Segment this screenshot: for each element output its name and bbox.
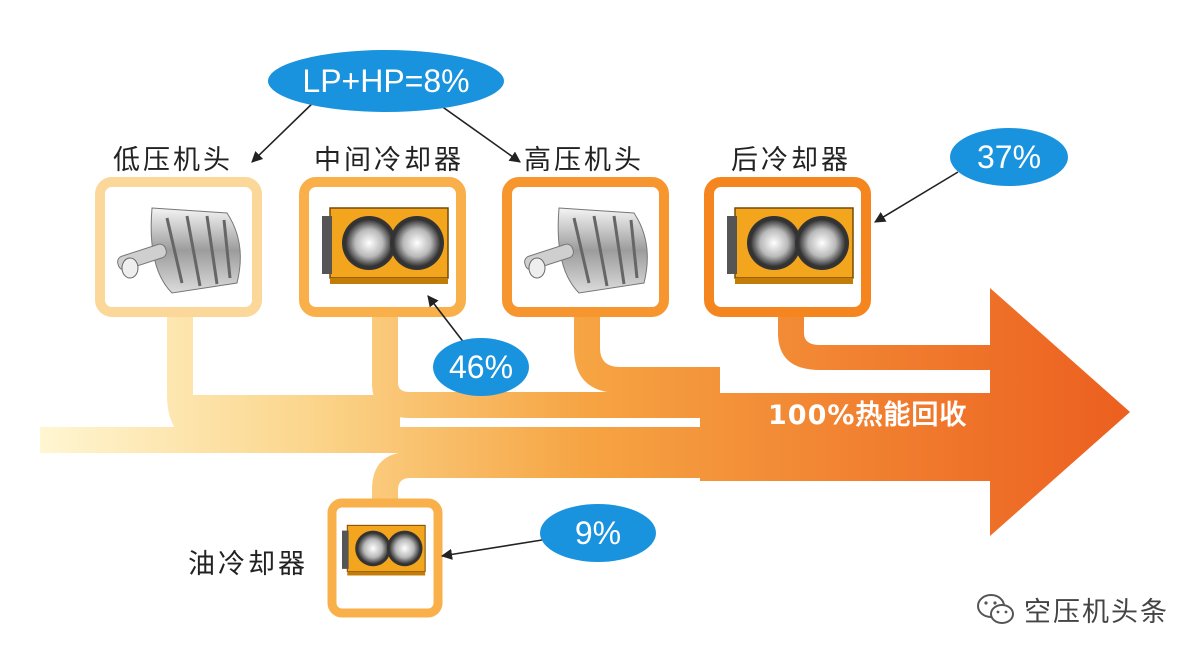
high-pressure-airend-label: 高压机头 (524, 145, 644, 176)
heat-flow-path (40, 288, 1130, 536)
screw-rotor-airend-icon (524, 207, 648, 294)
callout-arrow (429, 97, 521, 163)
intercooler-label: 中间冷却器 (314, 145, 464, 176)
aftercooler-percent-bubble: 37% (950, 128, 1068, 186)
oil-cooler-percent-bubble: 9% (540, 504, 656, 562)
aftercooler-label: 后冷却器 (731, 145, 851, 176)
fan-cooler-icon (322, 207, 449, 284)
intercooler-percent-bubble: 46% (433, 338, 529, 396)
watermark-text: 空压机头条 (1024, 597, 1169, 628)
callout-arrow (874, 171, 959, 223)
oil-cooler-label: 油冷却器 (188, 549, 308, 580)
fan-cooler-icon (727, 207, 854, 284)
screw-rotor-airend-icon (117, 207, 241, 294)
callout-arrow (251, 97, 319, 163)
heat-recovery-label: 100%热能回收 (768, 400, 968, 431)
callout-arrow (440, 539, 543, 560)
watermark: 空压机头条 (976, 590, 1169, 629)
wechat-icon (977, 593, 1014, 624)
summary-bubble: LP+HP=8% (268, 50, 504, 112)
fan-cooler-icon (342, 524, 426, 576)
low-pressure-airend-label: 低压机头 (113, 145, 233, 176)
